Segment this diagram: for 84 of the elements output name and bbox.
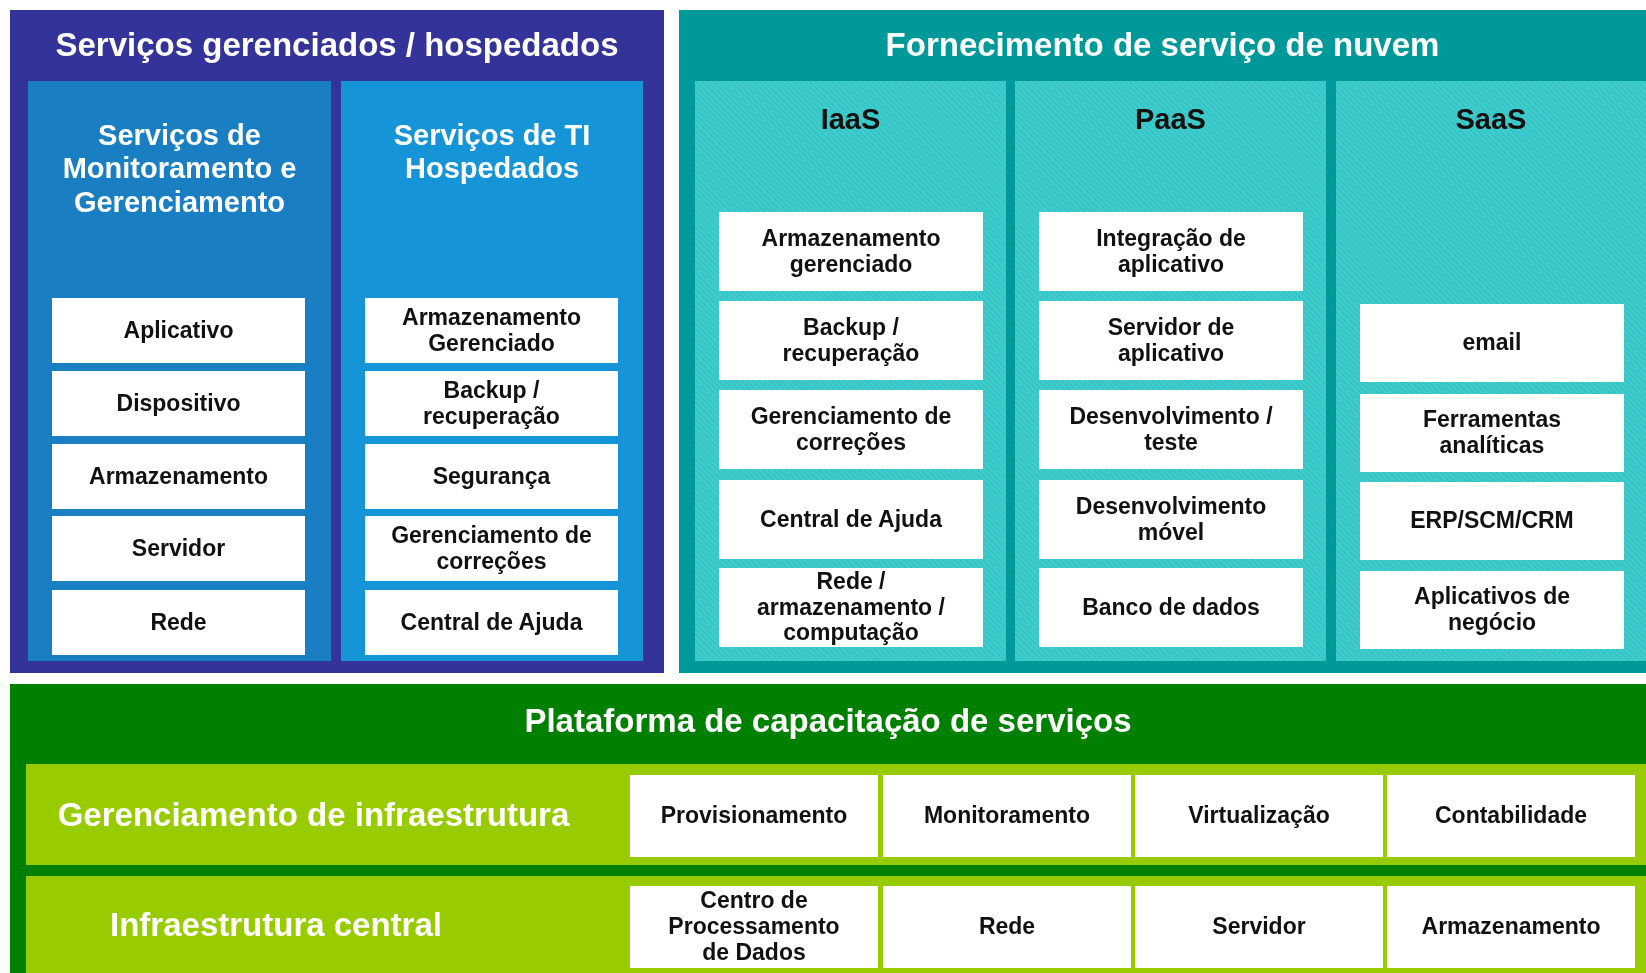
item-label: Desenvolvimento móvel	[1074, 493, 1268, 546]
item-box	[52, 298, 305, 363]
item-label: Integração de aplicativo	[1095, 225, 1247, 278]
item-label: Gerenciamento de correções	[749, 403, 953, 456]
item-box	[365, 298, 618, 363]
item-box	[883, 775, 1131, 857]
item-box	[1039, 480, 1303, 559]
item-box	[1039, 568, 1303, 647]
item-box	[1360, 571, 1624, 649]
item-label: Desenvolvimento / teste	[1068, 403, 1274, 456]
item-box	[630, 775, 878, 857]
column-title: SaaS	[1454, 103, 1528, 137]
panel-title: Fornecimento de serviço de nuvem	[884, 26, 1441, 64]
item-box	[1387, 775, 1635, 857]
row-title: Infraestrutura central	[109, 905, 443, 944]
item-box	[719, 301, 983, 380]
item-box	[52, 590, 305, 655]
item-box	[719, 390, 983, 469]
item-box	[719, 568, 983, 647]
item-label: Dispositivo	[115, 390, 242, 417]
item-label: Servidor de aplicativo	[1106, 314, 1236, 367]
column-title: PaaS	[1134, 103, 1207, 137]
item-label: Banco de dados	[1081, 594, 1261, 621]
item-box	[1039, 301, 1303, 380]
item-label: Servidor	[130, 535, 227, 562]
item-box	[52, 516, 305, 581]
item-label: Armazenamento Gerenciado	[401, 304, 582, 357]
item-label: Central de Ajuda	[759, 506, 944, 533]
item-label: Ferramentas analíticas	[1421, 407, 1563, 459]
item-label: Virtualização	[1187, 803, 1331, 829]
item-box	[1387, 886, 1635, 968]
item-box	[1039, 390, 1303, 469]
item-box	[1360, 304, 1624, 382]
item-box	[1360, 394, 1624, 472]
item-label: Rede / armazenamento / computação	[756, 568, 946, 647]
item-label: Contabilidade	[1433, 803, 1589, 829]
item-box	[365, 516, 618, 581]
column-title: Serviços de TI Hospedados	[392, 119, 592, 186]
item-box	[52, 371, 305, 436]
item-box	[1039, 212, 1303, 291]
item-label: Backup / recuperação	[781, 314, 921, 367]
row-band	[26, 876, 1646, 973]
item-box	[365, 590, 618, 655]
row-title: Gerenciamento de infraestrutura	[56, 795, 571, 834]
item-label: Rede	[977, 914, 1037, 940]
item-box	[52, 444, 305, 509]
section-panel	[10, 684, 1646, 973]
item-label: Centro de Processamento de Dados	[667, 888, 841, 966]
column-panel	[1336, 81, 1646, 661]
column-panel	[341, 81, 643, 661]
item-box	[719, 480, 983, 559]
item-label: Segurança	[431, 463, 552, 490]
panel-title: Plataforma de capacitação de serviços	[523, 702, 1133, 740]
item-label: Gerenciamento de correções	[390, 522, 593, 575]
section-panel	[679, 10, 1646, 673]
item-box	[719, 212, 983, 291]
item-label: Backup / recuperação	[422, 377, 561, 430]
column-title: Serviços de Monitoramento e Gerenciamento	[61, 119, 298, 220]
item-label: Aplicativo	[122, 317, 235, 344]
item-box	[1360, 482, 1624, 560]
column-title: IaaS	[819, 103, 882, 137]
column-panel	[1015, 81, 1326, 661]
item-label: Armazenamento	[88, 463, 269, 490]
item-label: Armazenamento	[1420, 914, 1602, 940]
item-box	[1135, 886, 1383, 968]
item-label: Central de Ajuda	[399, 609, 584, 636]
row-band	[26, 764, 1646, 865]
panel-title: Serviços gerenciados / hospedados	[54, 26, 620, 64]
item-label: Rede	[149, 609, 208, 636]
item-box	[1135, 775, 1383, 857]
item-box	[365, 371, 618, 436]
item-box	[630, 886, 878, 968]
item-label: Armazenamento gerenciado	[760, 225, 942, 278]
item-box	[883, 886, 1131, 968]
column-panel	[28, 81, 331, 661]
column-panel	[695, 81, 1006, 661]
item-label: Monitoramento	[922, 803, 1092, 829]
item-label: Provisionamento	[659, 803, 849, 829]
section-panel	[10, 10, 664, 673]
item-label: email	[1461, 330, 1523, 356]
item-label: ERP/SCM/CRM	[1409, 508, 1575, 534]
item-box	[365, 444, 618, 509]
item-label: Servidor	[1211, 914, 1307, 940]
item-label: Aplicativos de negócio	[1413, 584, 1571, 636]
